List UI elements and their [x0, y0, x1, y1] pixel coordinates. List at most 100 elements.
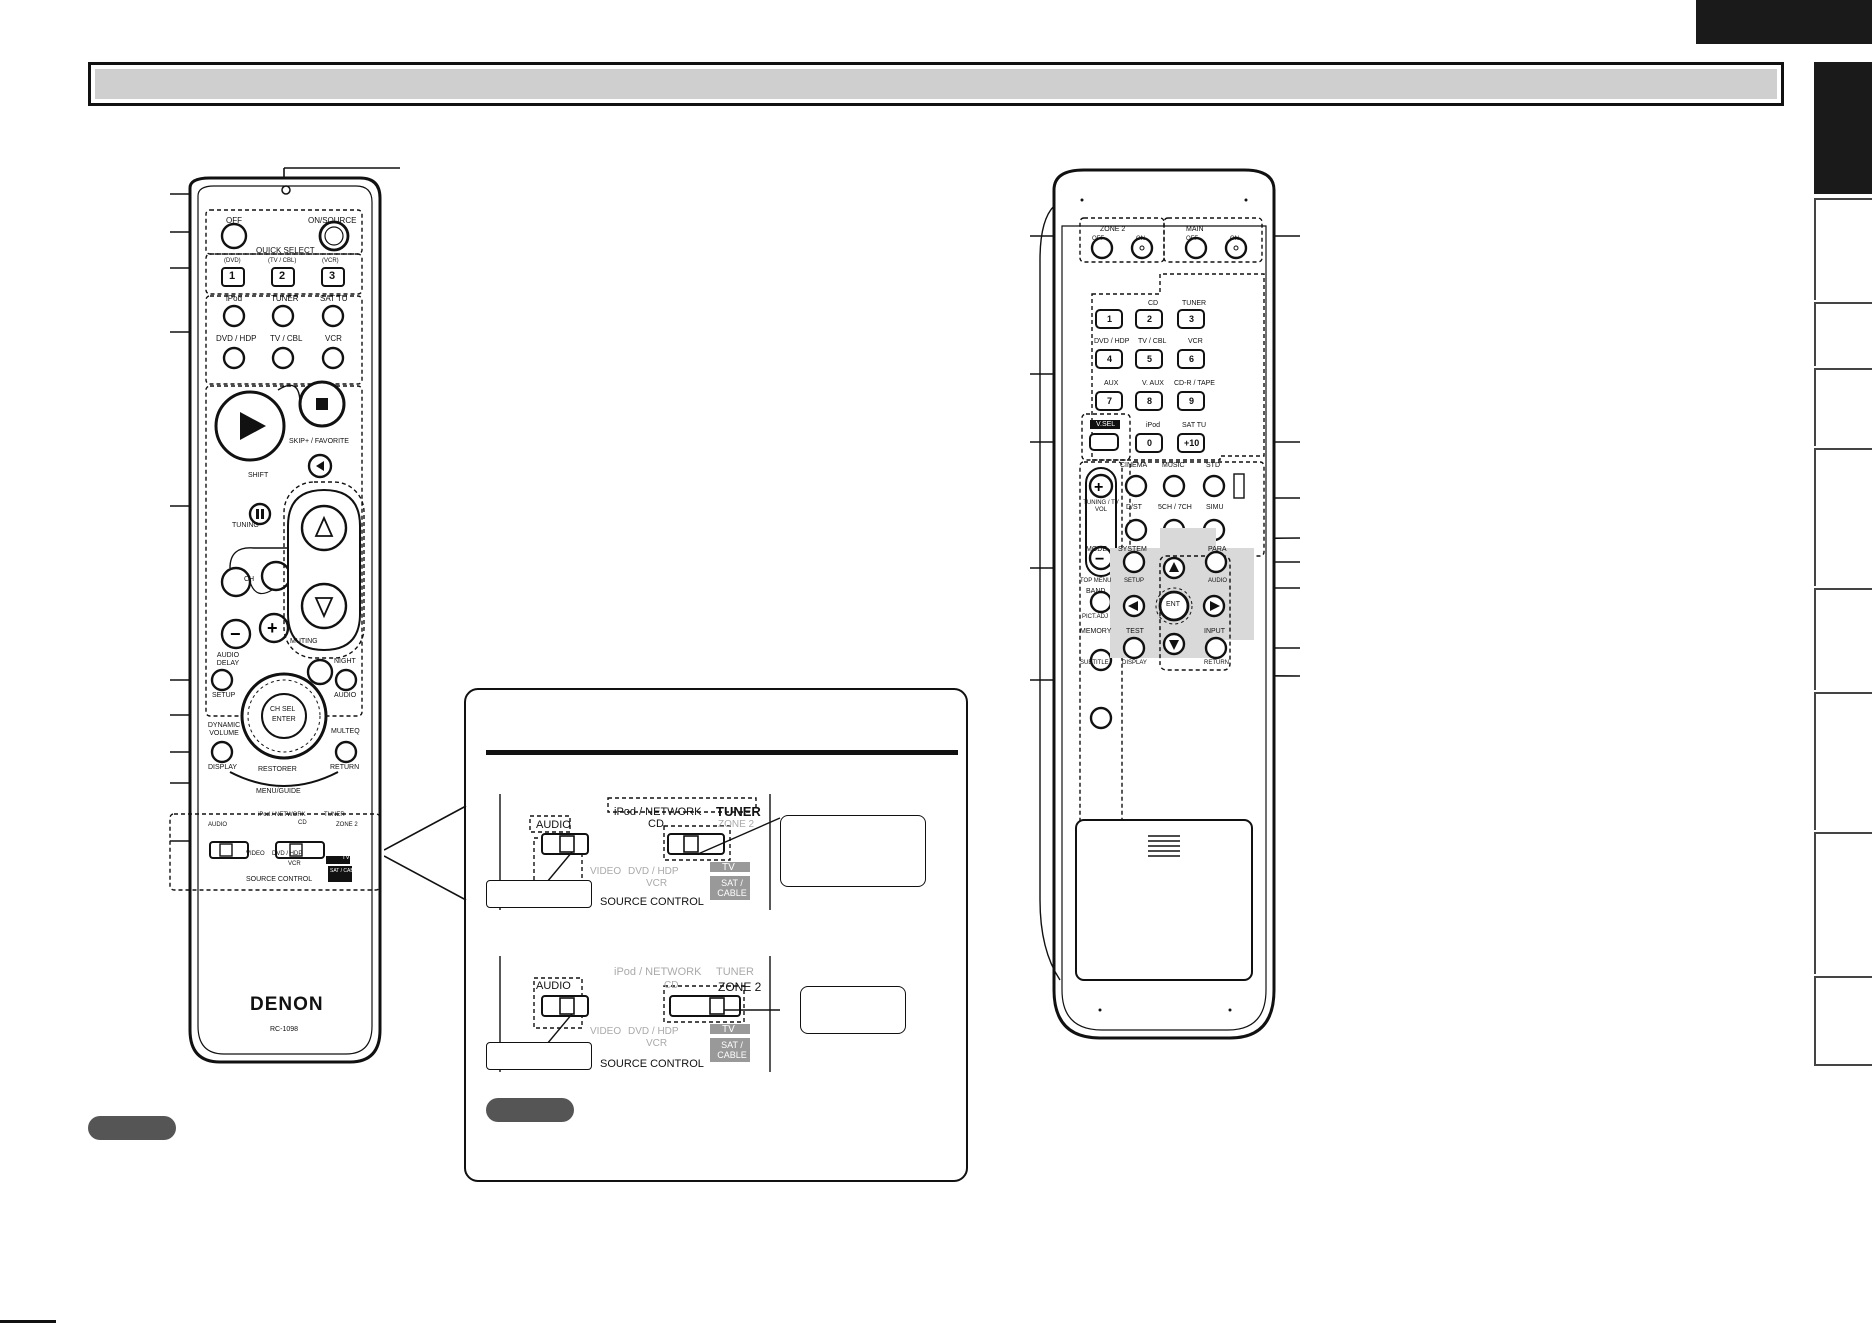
- sw-tv-label: TV: [342, 855, 350, 861]
- band-label: BAND: [1086, 588, 1106, 595]
- triangle-up-icon: [314, 515, 334, 537]
- setup-label: SETUP: [1124, 578, 1145, 584]
- svg-text:+: +: [267, 618, 278, 638]
- switch-diagram-2: [499, 956, 780, 1072]
- display-label: DISPLAY: [208, 764, 238, 771]
- inset1-sat-cable: SAT / CABLE: [717, 878, 747, 898]
- inset-connector: [384, 805, 467, 901]
- sw-zone2-label: ZONE 2: [336, 822, 358, 828]
- key-7: 7: [1107, 396, 1113, 406]
- audio-label: AUDIO: [1208, 578, 1228, 584]
- vcr-button: [321, 346, 345, 370]
- inset-note-badge: [486, 1098, 574, 1122]
- inset1-audio-callout-box: [486, 880, 592, 908]
- inset1-tuner: TUNER: [716, 804, 761, 819]
- dst-label: D/ST: [1126, 504, 1142, 511]
- off-button: [220, 222, 248, 250]
- remote-front-diagram: − +: [169, 167, 400, 1064]
- restorer-label: RESTORER: [258, 766, 297, 773]
- switch-diagram-1: [499, 794, 781, 910]
- quick-select-1-button: [221, 267, 245, 287]
- pict-adj-label: PICT.ADJ: [1082, 614, 1109, 620]
- qs1-sub-label: (DVD): [224, 258, 241, 264]
- ipod-label: iPod: [1146, 422, 1161, 429]
- simu-label: SIMU: [1206, 504, 1224, 511]
- vcr-label: VCR: [1188, 338, 1203, 345]
- band-button: [1089, 648, 1113, 672]
- inset1-audio: AUDIO: [536, 819, 571, 831]
- std-button: [1202, 474, 1226, 498]
- ipod-button: [222, 304, 246, 328]
- aux-label: AUX: [1104, 380, 1119, 387]
- main-off-label: OFF: [1186, 236, 1198, 242]
- inset2-vcr: VCR: [646, 1038, 668, 1049]
- cdr-tape-label: CD-R / TAPE: [1174, 380, 1215, 387]
- play-icon: [240, 412, 266, 440]
- dynamic-volume-display-button: [210, 740, 234, 764]
- test-label: TEST: [1126, 628, 1144, 635]
- zone2-label: ZONE 2: [1100, 226, 1126, 233]
- qs1-number: 1: [229, 270, 236, 282]
- side-tab-active[interactable]: [1814, 62, 1872, 194]
- memory-label: MEMORY: [1080, 628, 1112, 635]
- side-tab[interactable]: [1814, 448, 1872, 586]
- side-tab[interactable]: [1814, 832, 1872, 974]
- number-keypad: [1095, 309, 1205, 453]
- music-button: [1162, 474, 1186, 498]
- inset2-audio-callout-box: [486, 1042, 592, 1070]
- side-tab[interactable]: [1814, 692, 1872, 830]
- qs2-number: 2: [279, 270, 286, 282]
- inset2-tuner: TUNER: [716, 966, 754, 978]
- ch-sel-enter-button: [261, 693, 307, 739]
- side-switch: [1233, 473, 1245, 499]
- mode-label: MODE: [1086, 546, 1107, 553]
- side-tab[interactable]: [1814, 198, 1872, 300]
- inset1-video: VIDEO: [590, 866, 622, 877]
- key-3: 3: [1189, 314, 1195, 324]
- side-tab[interactable]: [1814, 976, 1872, 1066]
- enter-button: [1158, 590, 1190, 622]
- memory-button: [1089, 706, 1113, 730]
- svg-text:−: −: [230, 624, 241, 644]
- zone2-off-label: OFF: [1092, 236, 1104, 242]
- sw-vcr-label: VCR: [288, 861, 301, 867]
- v-sel-button: [1089, 433, 1119, 451]
- sw-tuner-label: TUNER: [324, 812, 345, 818]
- dynamic-volume-label: DYNAMIC VOLUME: [207, 722, 241, 737]
- sw-video-label: VIDEO: [246, 851, 265, 857]
- key-2: 2: [1147, 314, 1153, 324]
- key-4: 4: [1107, 354, 1113, 364]
- night-audio-button: [334, 668, 358, 692]
- sw-dvd-hdp-label: DVD / HDP: [272, 851, 303, 857]
- tv-cbl-label: TV / CBL: [270, 334, 303, 343]
- cinema-button: [1124, 474, 1148, 498]
- inset2-callout-box: [800, 986, 906, 1034]
- inset2-sat-cable: SAT / CABLE: [717, 1040, 747, 1060]
- inset1-vcr: VCR: [646, 878, 668, 889]
- inset1-zone2: ZONE 2: [718, 819, 755, 830]
- sat-tu-label: SAT TU: [320, 294, 348, 303]
- side-tab[interactable]: [1814, 368, 1872, 446]
- side-tab[interactable]: [1814, 302, 1872, 366]
- inset2-zone2: ZONE 2: [718, 980, 762, 994]
- dvd-hdp-button: [222, 346, 246, 370]
- input-return-button: [1204, 636, 1228, 660]
- arrow-right-icon: [1210, 601, 1220, 611]
- mode-button: [1089, 590, 1113, 614]
- multeq-label: MULTEQ: [331, 728, 360, 735]
- volume-up-button: [300, 504, 348, 552]
- qs2-sub-label: (TV / CBL): [268, 258, 297, 264]
- battery-cover: [1075, 819, 1253, 981]
- language-tab: [1696, 0, 1872, 44]
- tuning-up-button: [260, 560, 292, 592]
- inset1-ipod-network: iPod / NETWORK: [614, 806, 702, 818]
- key-8: 8: [1147, 396, 1153, 406]
- v-sel-label: V.SEL: [1096, 421, 1116, 428]
- enter-label: ENTER: [272, 716, 296, 723]
- on-source-button: [318, 220, 350, 252]
- off-label: OFF: [226, 216, 242, 225]
- side-tab[interactable]: [1814, 588, 1872, 690]
- tuning-up-button: [1088, 473, 1114, 499]
- svg-text:+: +: [1094, 479, 1103, 496]
- quick-select-3-button: [321, 267, 345, 287]
